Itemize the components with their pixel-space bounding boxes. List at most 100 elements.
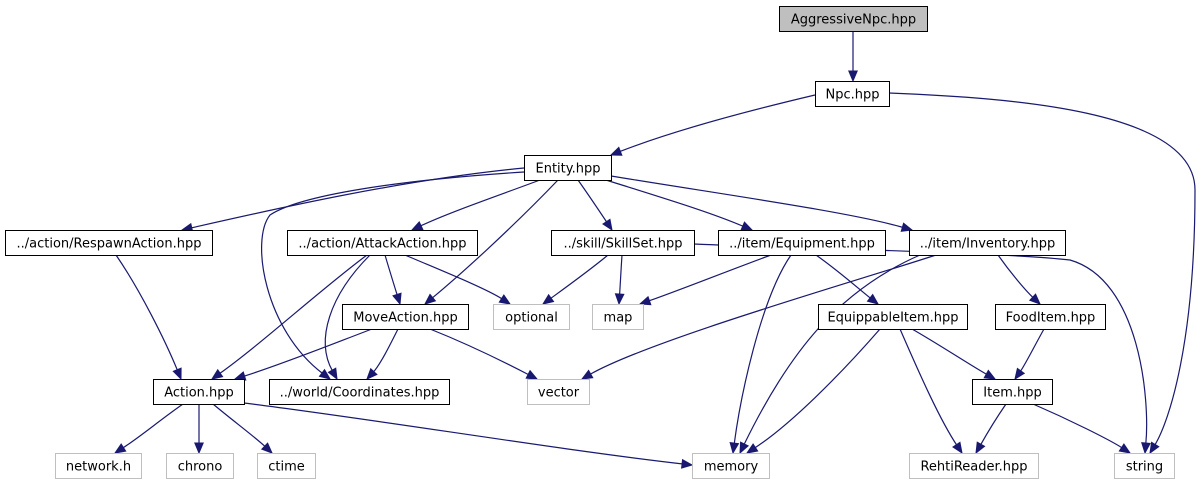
arrowhead-icon xyxy=(983,369,997,380)
node-memory: memory xyxy=(692,453,770,479)
node-networkh: network.h xyxy=(55,453,142,479)
edge-line xyxy=(754,328,881,449)
node-rehtireader: RehtiReader.hpp xyxy=(909,453,1039,479)
node-attackaction[interactable]: ../action/AttackAction.hpp xyxy=(287,230,478,256)
edge-line xyxy=(261,171,525,375)
arrowhead-icon xyxy=(1141,442,1151,455)
arrowhead-icon xyxy=(609,146,623,156)
edge-attackaction-to-coordinates xyxy=(324,254,371,381)
arrowhead-icon xyxy=(410,221,424,231)
node-action[interactable]: Action.hpp xyxy=(153,379,245,405)
node-label: map xyxy=(604,311,633,326)
edge-line xyxy=(1032,403,1123,449)
edge-line xyxy=(911,328,988,376)
arrowhead-icon xyxy=(541,293,555,305)
node-box xyxy=(815,81,890,107)
edge-line xyxy=(243,328,373,377)
node-label: ../skill/SkillSet.hpp xyxy=(564,237,683,252)
node-equipment[interactable]: ../item/Equipment.hpp xyxy=(718,230,886,256)
node-box xyxy=(527,379,590,405)
edge-line xyxy=(115,254,179,371)
edge-line xyxy=(888,92,1196,446)
edge-entity-to-coordinates xyxy=(261,171,525,380)
node-coordinates[interactable]: ../world/Coordinates.hpp xyxy=(269,379,450,405)
edge-line xyxy=(997,254,1034,299)
node-moveaction[interactable]: MoveAction.hpp xyxy=(342,304,469,330)
node-aggressivenpc[interactable]: AggressiveNpc.hpp xyxy=(779,6,928,32)
edge-item-to-string xyxy=(1032,403,1132,454)
edge-line xyxy=(212,403,266,448)
edge-equippableitem-to-rehtireader xyxy=(899,328,963,455)
arrowhead-icon xyxy=(638,295,652,306)
node-box xyxy=(257,453,316,479)
edge-attackaction-to-moveaction xyxy=(384,254,402,306)
arrowhead-icon xyxy=(318,368,332,380)
edge-equipment-to-memory xyxy=(729,254,792,455)
arrowhead-icon xyxy=(975,441,986,455)
node-label: RehtiReader.hpp xyxy=(920,460,1027,475)
arrowhead-icon xyxy=(681,458,694,469)
arrowhead-icon xyxy=(424,293,437,305)
edge-entity-to-equipment xyxy=(605,179,754,231)
node-box xyxy=(166,453,234,479)
node-map: map xyxy=(592,304,644,330)
edge-skillset-to-map xyxy=(614,254,625,306)
arrowhead-icon xyxy=(848,70,858,83)
edge-line xyxy=(815,254,872,299)
edge-equippableitem-to-item xyxy=(911,328,997,380)
node-box xyxy=(269,379,450,405)
arrowhead-icon xyxy=(366,367,378,380)
edge-attackaction-to-optional xyxy=(404,254,512,305)
node-skillset[interactable]: ../skill/SkillSet.hpp xyxy=(551,230,695,256)
edge-npc-to-string xyxy=(888,92,1196,455)
node-box xyxy=(5,230,213,256)
edge-line xyxy=(419,179,541,227)
edge-line xyxy=(733,254,792,445)
node-box xyxy=(524,155,612,181)
node-respawnaction[interactable]: ../action/RespawnAction.hpp xyxy=(5,230,213,256)
edge-line xyxy=(648,254,772,302)
edge-line xyxy=(243,402,684,465)
node-equippableitem[interactable]: EquippableItem.hpp xyxy=(818,304,968,330)
edge-line xyxy=(324,254,371,372)
node-label: optional xyxy=(505,311,558,326)
node-ctime: ctime xyxy=(257,453,316,479)
node-box xyxy=(153,379,245,405)
edge-equipment-to-map xyxy=(638,254,772,306)
node-label: ../world/Coordinates.hpp xyxy=(280,386,440,401)
node-npc[interactable]: Npc.hpp xyxy=(815,81,890,107)
arrowhead-icon xyxy=(392,292,402,306)
arrowhead-icon xyxy=(614,293,625,306)
edge-npc-to-entity xyxy=(609,94,816,156)
node-box xyxy=(818,304,968,330)
edge-line xyxy=(605,179,744,228)
node-item[interactable]: Item.hpp xyxy=(972,379,1053,405)
edge-moveaction-to-action xyxy=(233,328,373,381)
edge-moveaction-to-vector xyxy=(429,328,539,380)
arrowhead-icon xyxy=(1014,367,1026,381)
edge-entity-to-moveaction xyxy=(424,179,559,305)
node-inventory[interactable]: ../item/Inventory.hpp xyxy=(909,230,1066,256)
arrowhead-icon xyxy=(900,222,914,232)
node-label: MoveAction.hpp xyxy=(353,311,457,326)
arrowhead-icon xyxy=(1118,443,1132,454)
node-entity[interactable]: Entity.hpp xyxy=(524,155,612,181)
edge-line xyxy=(577,179,608,223)
arrowhead-icon xyxy=(194,442,204,455)
arrowhead-icon xyxy=(233,371,247,381)
edge-line xyxy=(429,328,530,376)
node-fooditem[interactable]: FoodItem.hpp xyxy=(995,304,1106,330)
edge-skillset-to-string xyxy=(693,243,1151,455)
edge-action-to-networkh xyxy=(113,403,184,454)
edge-entity-to-respawnaction xyxy=(180,167,525,233)
node-string: string xyxy=(1114,453,1175,479)
node-vector: vector xyxy=(527,379,590,405)
arrowhead-icon xyxy=(952,441,963,455)
edge-line xyxy=(190,167,525,229)
arrowhead-icon xyxy=(172,367,182,381)
node-label: Item.hpp xyxy=(983,386,1041,401)
edge-line xyxy=(899,328,958,446)
node-box xyxy=(342,304,469,330)
edge-line xyxy=(619,94,816,153)
edge-entity-to-attackaction xyxy=(410,179,541,231)
